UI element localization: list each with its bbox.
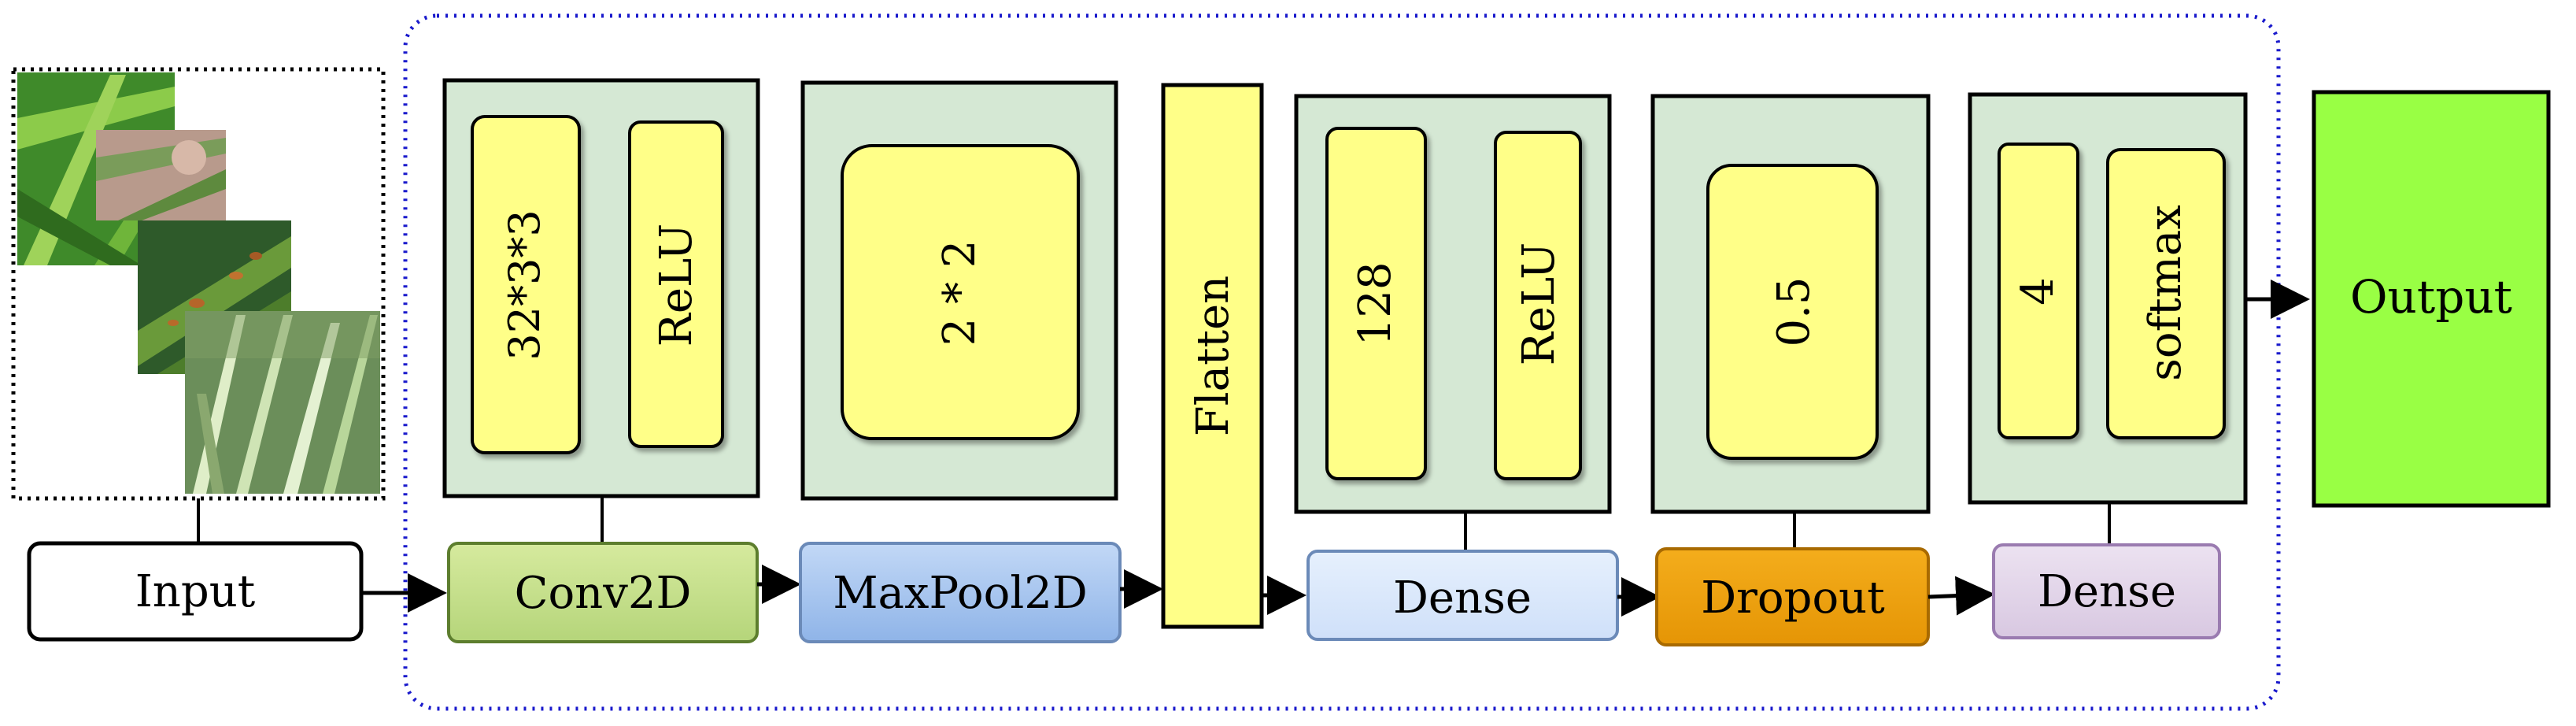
flatten-layer-box — [1161, 83, 1264, 629]
conv2d-label: Conv2D — [515, 568, 692, 619]
dropout-rate-block — [1706, 164, 1879, 460]
conv-activation-text: ReLU — [651, 224, 702, 347]
dropout-label: Dropout — [1701, 572, 1885, 624]
dense2-layer-box — [1992, 543, 2221, 639]
input-label: Input — [135, 566, 256, 617]
dense2-activation-block — [2106, 148, 2226, 439]
dense1-units-text: 128 — [1350, 262, 1401, 346]
dense2-units-text: 4 — [2012, 277, 2064, 306]
arrow-dropout-to-dense2 — [1927, 576, 1995, 616]
dense1-activation-text: ReLU — [1513, 243, 1565, 366]
output-label: Output — [2350, 270, 2512, 324]
model-container-border — [403, 13, 2281, 711]
maxpool2d-label: MaxPool2D — [833, 568, 1088, 619]
conv-filters-text: 32*3*3 — [500, 209, 549, 360]
output-box — [2312, 90, 2551, 508]
flatten-label: Flatten — [1188, 276, 1239, 436]
conv-activation-block — [628, 120, 724, 448]
dense1-activation-block — [1494, 131, 1582, 480]
dense1-label: Dense — [1393, 572, 1532, 624]
dense2-activation-text: softmax — [2140, 205, 2191, 381]
pool-size-block — [841, 144, 1080, 440]
leaf-image-2 — [96, 130, 226, 220]
dense2-label: Dense — [2038, 566, 2176, 617]
input-images-stack — [17, 72, 380, 494]
dense1-units-block — [1325, 127, 1427, 480]
pool-size-text: 2 * 2 — [934, 240, 985, 346]
conv-filters-block — [471, 115, 581, 454]
maxpool2d-layer-box — [799, 542, 1122, 643]
dropout-rate-text: 0.5 — [1768, 276, 1820, 346]
conv2d-layer-box — [447, 542, 759, 643]
dense2-units-block — [1998, 143, 2079, 439]
leaf-image-4 — [185, 311, 380, 494]
